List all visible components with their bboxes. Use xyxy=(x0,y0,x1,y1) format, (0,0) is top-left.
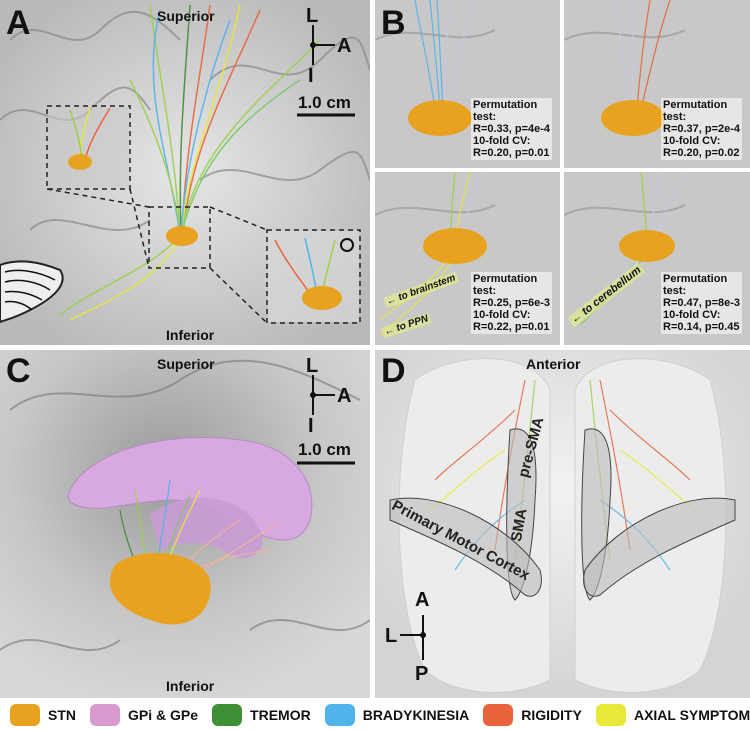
stat-line: R=0.20, p=0.01 xyxy=(473,147,550,159)
panel-c-scale-label: 1.0 cm xyxy=(298,440,351,459)
legend-item-bradykinesia: BRADYKINESIA xyxy=(324,704,470,726)
stat-line: test: xyxy=(663,111,687,123)
stat-line: R=0.37, p=2e-4 xyxy=(663,123,741,135)
stat-line: test: xyxy=(663,285,687,297)
panel-d-orient-a: A xyxy=(415,589,430,611)
legend-item-gpi-gpe: GPi & GPe xyxy=(90,704,198,726)
panel-a-label: A xyxy=(6,4,31,42)
panel-a-orient-i: I xyxy=(308,65,314,87)
stat-line: test: xyxy=(473,285,497,297)
legend-swatch xyxy=(483,704,514,726)
panel-a-inferior: Inferior xyxy=(166,327,215,343)
stat-line: R=0.25, p=6e-3 xyxy=(473,297,551,309)
panel-c-inferior: Inferior xyxy=(166,678,215,694)
panel-c-orient-i: I xyxy=(308,415,314,437)
panel-c-orient-l: L xyxy=(306,355,319,377)
stat-box-rigidity: Permutation test: R=0.37, p=2e-4 10-fold… xyxy=(661,98,743,160)
legend-item-tremor: TREMOR xyxy=(212,704,311,726)
stat-line: 10-fold CV: xyxy=(663,309,721,321)
stat-box-axial: Permutation test: R=0.25, p=6e-3 10-fold… xyxy=(471,272,553,334)
legend-label: STN xyxy=(48,707,76,723)
legend-label: GPi & GPe xyxy=(128,707,199,723)
panel-d-orient-p: P xyxy=(415,663,429,685)
panel-a-superior: Superior xyxy=(157,8,215,24)
legend-item-stn: STN xyxy=(10,704,76,726)
stat-line: R=0.47, p=8e-3 xyxy=(663,297,741,309)
legend-label: TREMOR xyxy=(250,707,311,723)
panel-c-label: C xyxy=(6,352,31,390)
legend-swatch xyxy=(324,704,355,726)
panel-d: D Anterior pre-SMA SMA Primary Motor Cor… xyxy=(375,350,750,698)
panel-b: B Permutation test: R=0.33, p=4e-4 10-fo… xyxy=(375,0,750,345)
legend-label: BRADYKINESIA xyxy=(362,707,470,723)
stat-line: 10-fold CV: xyxy=(473,309,531,321)
legend-item-axial-symptoms: AXIAL SYMPTOMS xyxy=(595,704,750,726)
legend-label: RIGIDITY xyxy=(521,707,582,723)
stat-line: Permutation xyxy=(663,273,728,285)
stat-line: R=0.22, p=0.01 xyxy=(473,321,550,333)
stat-line: 10-fold CV: xyxy=(663,135,721,147)
panel-c-orient-a: A xyxy=(337,385,352,407)
panel-a-image xyxy=(0,0,370,345)
panel-a: A Superior Inferior L A I 1.0 cm xyxy=(0,0,370,345)
legend-item-rigidity: RIGIDITY xyxy=(483,704,582,726)
stat-line: Permutation xyxy=(473,273,538,285)
stat-line: R=0.33, p=4e-4 xyxy=(473,123,551,135)
stat-box-tremor: Permutation test: R=0.47, p=8e-3 10-fold… xyxy=(661,272,743,334)
stat-box-bradykinesia: Permutation test: R=0.33, p=4e-4 10-fold… xyxy=(471,98,553,160)
legend-swatch xyxy=(10,704,40,726)
legend-swatch xyxy=(90,704,120,726)
legend-swatch xyxy=(212,704,243,726)
panel-d-label: D xyxy=(381,352,406,390)
stat-line: test: xyxy=(473,111,497,123)
panel-c-image xyxy=(0,350,370,698)
panel-d-anterior: Anterior xyxy=(526,356,581,372)
panel-a-orient-a: A xyxy=(337,35,352,57)
panel-a-scale-label: 1.0 cm xyxy=(298,93,351,112)
stat-line: R=0.14, p=0.45 xyxy=(663,321,740,333)
stat-line: 10-fold CV: xyxy=(473,135,531,147)
panel-b-label: B xyxy=(381,4,406,42)
stat-line: R=0.20, p=0.02 xyxy=(663,147,740,159)
legend: STN GPi & GPe TREMOR BRADYKINESIA RIGIDI… xyxy=(0,700,750,730)
panel-c: C Superior Inferior L A I 1.0 cm xyxy=(0,350,370,698)
legend-label: AXIAL SYMPTOMS xyxy=(633,707,750,723)
panel-a-orient-l: L xyxy=(306,5,319,27)
stat-line: Permutation xyxy=(473,99,538,111)
panel-d-image xyxy=(375,350,750,698)
stat-line: Permutation xyxy=(663,99,728,111)
panel-d-orient-l: L xyxy=(385,625,398,647)
legend-swatch xyxy=(595,704,626,726)
panel-c-superior: Superior xyxy=(157,356,215,372)
